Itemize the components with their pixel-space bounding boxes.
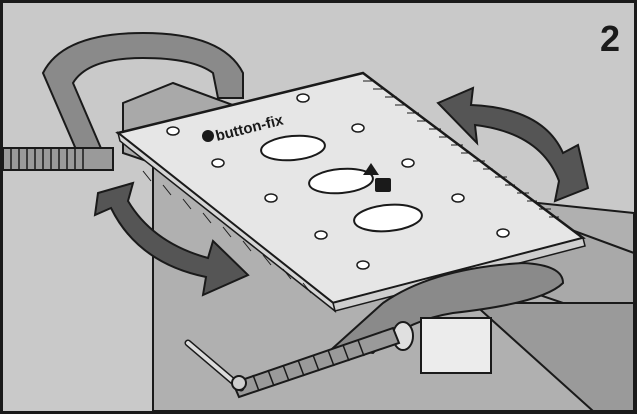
slot-middle xyxy=(308,167,374,195)
double-headed-curved-arrow-left xyxy=(93,181,250,297)
ruler-ticks xyxy=(142,80,559,294)
template-plate: button-fix xyxy=(115,71,586,313)
instruction-illustration: button-fix xyxy=(3,31,634,411)
clamp-screw-top-left xyxy=(3,147,114,171)
button-fix-logo-icon xyxy=(202,130,214,142)
clamp-top-left xyxy=(41,31,244,163)
step-number: 2 xyxy=(599,18,620,59)
screw-threads-top-left xyxy=(10,148,84,170)
slot-bottom xyxy=(353,203,423,233)
slot-top xyxy=(260,134,326,162)
handle-end-cap xyxy=(231,375,247,391)
peg-holes xyxy=(166,93,510,270)
double-headed-curved-arrow-right xyxy=(436,86,590,203)
warning-triangle-icon xyxy=(363,163,379,175)
clamp-pad-block xyxy=(420,317,492,374)
screw-threads-bottom xyxy=(252,339,365,392)
logo-badge-icon xyxy=(375,178,391,192)
board-edge xyxy=(470,302,634,411)
